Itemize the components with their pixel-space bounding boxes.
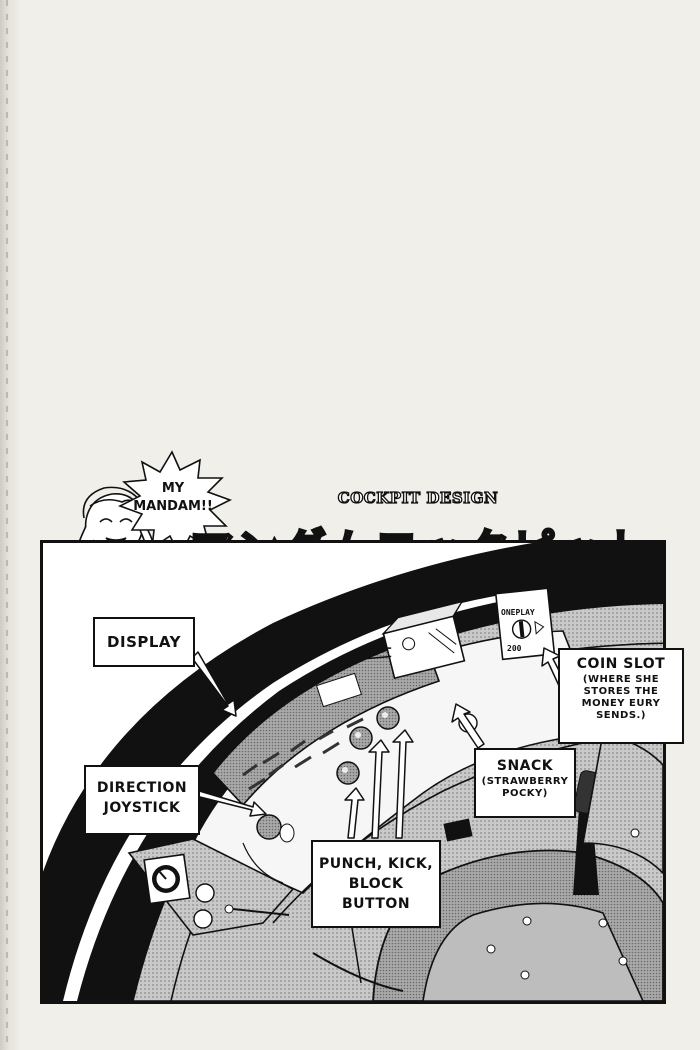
callout-coin-slot-label: COIN SLOT — [576, 656, 666, 672]
callout-snack-note: (STRAWBERRY POCKY) — [481, 776, 569, 799]
callout-joystick-label: DIRECTION JOYSTICK — [96, 780, 188, 816]
callout-coin-slot-note: (WHERE SHE STORES THE MONEY EURY SENDS.) — [581, 674, 661, 721]
callout-buttons-label: PUNCH, KICK, BLOCK BUTTON — [318, 856, 434, 912]
callout-snack-label: SNACK — [496, 758, 554, 774]
coin-plate-top-text: ONEPLAY — [501, 608, 535, 617]
callout-display: DISPLAY — [93, 617, 195, 667]
title-english: COCKPIT DESIGN — [337, 488, 499, 507]
speech-bubble-text: MY MANDAM!! — [133, 481, 213, 514]
coin-plate-value-text: 200 — [507, 644, 522, 653]
title-english-wrap: COCKPIT DESIGN — [318, 488, 518, 507]
callout-snack: SNACK (STRAWBERRY POCKY) — [474, 748, 576, 818]
callout-coin-slot: COIN SLOT (WHERE SHE STORES THE MONEY EU… — [558, 648, 684, 744]
page-edge — [0, 0, 22, 1050]
callout-punch-kick-block-button: PUNCH, KICK, BLOCK BUTTON — [311, 840, 441, 928]
callout-direction-joystick: DIRECTION JOYSTICK — [84, 765, 200, 835]
callout-display-label: DISPLAY — [107, 633, 181, 651]
